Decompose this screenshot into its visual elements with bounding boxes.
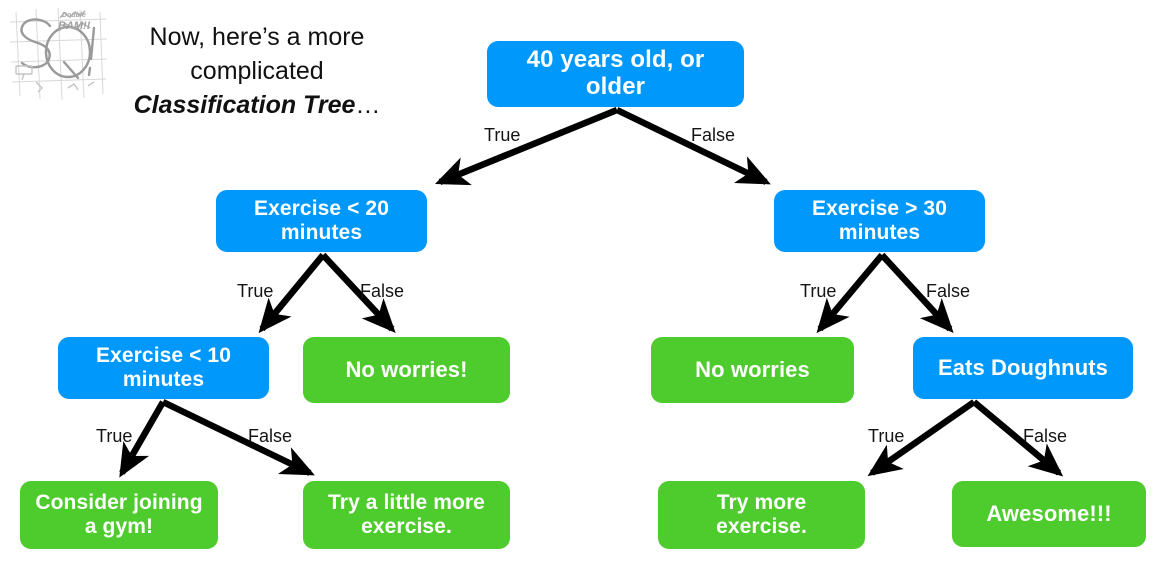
edge-label-ex20-false: False (360, 281, 405, 301)
headline-ellipsis: … (355, 91, 381, 119)
tree-node-awesome: Awesome!!! (952, 481, 1146, 547)
edge-label-ex10-true: True (96, 426, 133, 446)
tree-node-gym: Consider joining a gym! (20, 481, 218, 549)
page-title: Now, here’s a more complicated Classific… (112, 20, 402, 122)
logo-bam-text: BAM!! (58, 20, 91, 32)
tree-node-noworries2: No worries (651, 337, 854, 403)
headline-line-2: complicated (190, 57, 324, 85)
tree-node-ex30: Exercise > 30 minutes (774, 190, 985, 252)
tree-edge-root-true (434, 106, 619, 186)
tree-node-ex10: Exercise < 10 minutes (58, 337, 269, 399)
tree-node-noworries1: No worries! (303, 337, 510, 403)
edge-label-ex20-true: True (237, 281, 274, 301)
logo-double-text: Double (62, 12, 86, 19)
tree-node-trymore: Try more exercise. (658, 481, 865, 549)
tree-node-trylittle: Try a little more exercise. (303, 481, 510, 549)
edge-label-root-true: True (484, 125, 521, 145)
edge-label-ex30-false: False (926, 281, 971, 301)
edge-label-ex10-false: False (248, 426, 293, 446)
tree-edge-root-false (615, 107, 771, 185)
tree-node-root: 40 years old, or older (487, 41, 744, 107)
edge-label-ex30-true: True (800, 281, 837, 301)
statquest-double-bam-logo: Double BAM!! (6, 4, 112, 104)
tree-node-doughnuts: Eats Doughnuts (913, 337, 1133, 399)
edge-label-doughnuts-true: True (868, 426, 905, 446)
edge-label-doughnuts-false: False (1023, 426, 1068, 446)
tree-node-ex20: Exercise < 20 minutes (216, 190, 427, 252)
headline-line-3: Classification Tree… (112, 88, 402, 122)
headline-emphasis: Classification Tree (133, 91, 356, 119)
logo-artwork: Double BAM!! (9, 7, 108, 101)
edge-label-root-false: False (691, 125, 736, 145)
headline-line-1: Now, here’s a more (149, 23, 365, 51)
